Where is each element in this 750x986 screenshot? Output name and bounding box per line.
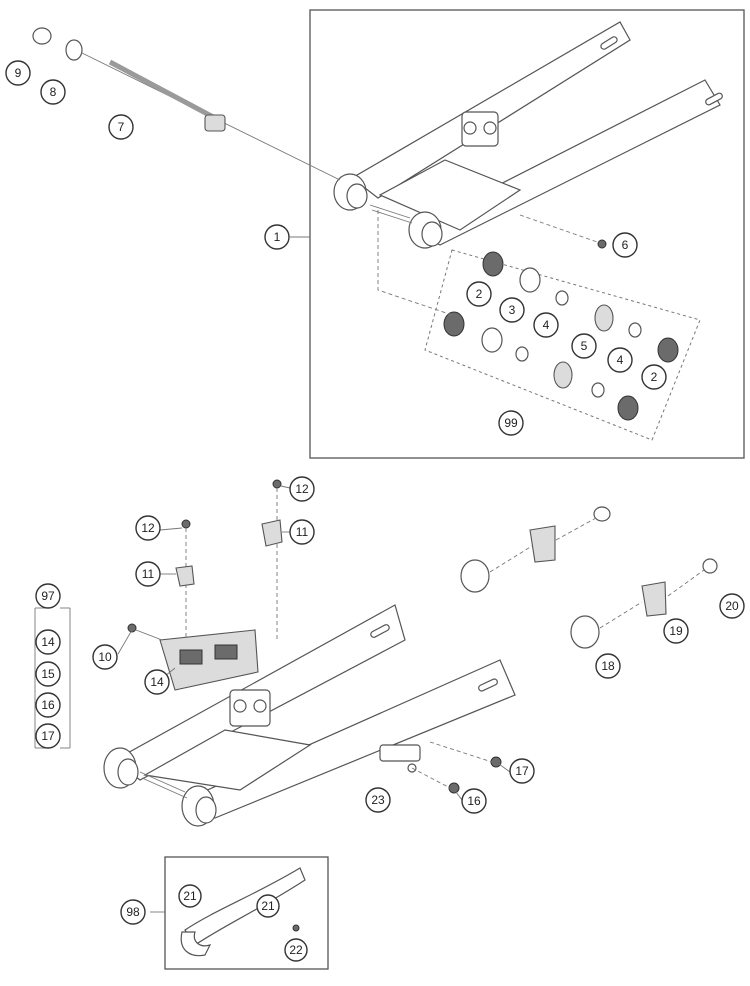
svg-text:10: 10 [98, 650, 112, 664]
callout-12-left: 12 [135, 515, 161, 541]
pivot-axle [32, 27, 341, 181]
callout-5: 5 [571, 333, 597, 359]
svg-text:17: 17 [515, 764, 529, 778]
chain-slider-upper-right [460, 506, 611, 593]
callout-98: 98 [120, 899, 146, 925]
svg-text:19: 19 [669, 624, 683, 638]
svg-text:8: 8 [50, 85, 57, 99]
callout-17-kit: 17 [35, 723, 61, 749]
svg-text:2: 2 [651, 370, 658, 384]
svg-text:12: 12 [295, 482, 309, 496]
callout-4-right: 4 [607, 347, 633, 373]
callout-16-kit: 16 [35, 692, 61, 718]
callout-4-left: 4 [533, 312, 559, 338]
svg-text:1: 1 [274, 230, 281, 244]
bracket-11-12-right [261, 479, 283, 640]
callout-10: 10 [92, 644, 118, 670]
callout-1: 1 [264, 224, 290, 250]
svg-text:22: 22 [289, 943, 303, 957]
svg-text:16: 16 [467, 794, 481, 808]
svg-text:12: 12 [141, 521, 155, 535]
svg-text:6: 6 [622, 238, 629, 252]
callout-21-left: 21 [178, 884, 202, 908]
bearing-kit-box [424, 249, 701, 441]
callout-2-left: 2 [466, 281, 492, 307]
svg-text:14: 14 [150, 675, 164, 689]
callout-14-kit: 14 [35, 629, 61, 655]
callout-8: 8 [40, 79, 66, 105]
callout-11-left: 11 [135, 561, 161, 587]
callout-11-right: 11 [289, 519, 315, 545]
svg-text:11: 11 [296, 525, 309, 539]
kit-97-bracket [34, 607, 71, 749]
chain-guide-block [127, 623, 259, 691]
svg-text:98: 98 [126, 905, 140, 919]
svg-text:2: 2 [476, 287, 483, 301]
svg-text:9: 9 [15, 66, 22, 80]
svg-text:17: 17 [41, 729, 55, 743]
callout-14: 14 [144, 669, 170, 695]
svg-text:18: 18 [601, 659, 615, 673]
svg-text:16: 16 [41, 698, 55, 712]
svg-text:21: 21 [261, 899, 275, 913]
chain-slider-lower-right [570, 558, 718, 649]
svg-text:14: 14 [41, 635, 55, 649]
svg-text:97: 97 [41, 589, 55, 603]
swingarm-upper [333, 21, 723, 249]
screw-6 [519, 214, 607, 249]
svg-text:4: 4 [617, 353, 624, 367]
svg-text:5: 5 [581, 339, 588, 353]
chain-guard-frame [164, 856, 329, 970]
svg-text:20: 20 [725, 599, 739, 613]
callout-21-right: 21 [256, 894, 280, 918]
callout-3: 3 [499, 297, 525, 323]
callout-23: 23 [365, 787, 391, 813]
bracket-11-12-left [175, 519, 195, 640]
chain-guard [150, 867, 306, 957]
swingarm-lower [103, 604, 516, 827]
callout-12-right: 12 [289, 476, 315, 502]
screws-16-17 [407, 741, 502, 794]
callout-6: 6 [612, 232, 638, 258]
svg-text:23: 23 [371, 793, 385, 807]
callout-17: 17 [509, 758, 535, 784]
bearing-kit-parts [443, 251, 679, 421]
swingarm-detail-frame [309, 9, 745, 459]
svg-text:4: 4 [543, 318, 550, 332]
callout-16: 16 [461, 788, 487, 814]
callout-9: 9 [5, 60, 31, 86]
callout-99: 99 [498, 410, 524, 436]
svg-text:3: 3 [509, 303, 516, 317]
callout-22: 22 [284, 938, 308, 962]
callout-19: 19 [663, 618, 689, 644]
svg-text:15: 15 [41, 667, 55, 681]
svg-text:21: 21 [183, 889, 197, 903]
callout-7: 7 [108, 114, 134, 140]
callout-97: 97 [35, 583, 61, 609]
callout-20: 20 [719, 593, 745, 619]
svg-text:11: 11 [142, 567, 155, 581]
svg-text:7: 7 [118, 120, 125, 134]
callout-18: 18 [595, 653, 621, 679]
callout-2-right: 2 [641, 364, 667, 390]
svg-text:99: 99 [504, 416, 518, 430]
callout-15: 15 [35, 661, 61, 687]
